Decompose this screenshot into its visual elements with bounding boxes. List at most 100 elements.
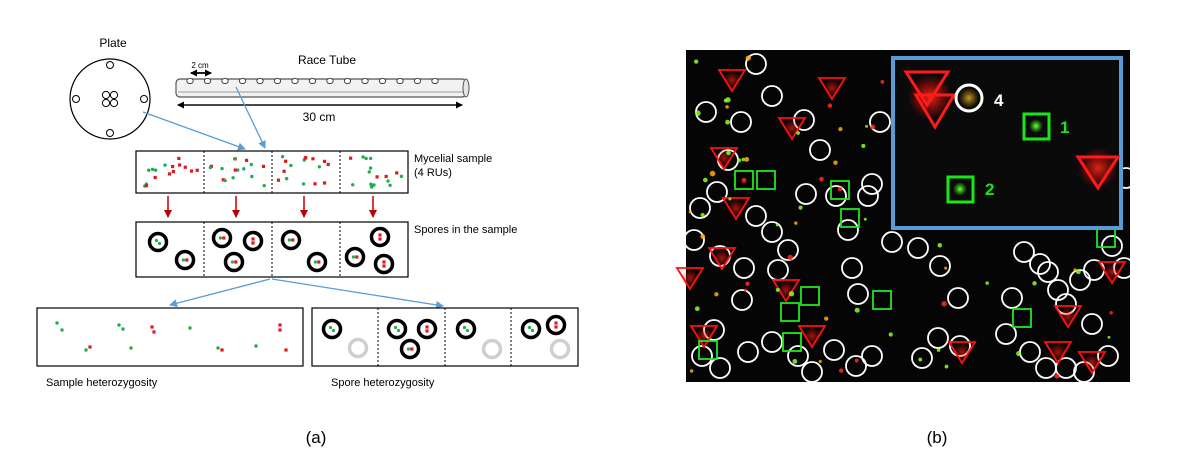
spore (520, 318, 542, 340)
tube-hole (186, 77, 194, 85)
red-nucleus (185, 258, 189, 262)
green-square-marker (698, 340, 718, 360)
red-nucleus (251, 241, 255, 245)
panel-a: Plate Race Tube 2 cm 30 cm (36, 36, 579, 447)
green-nucleus (84, 348, 88, 352)
fluorescent-dot (854, 358, 859, 363)
fluorescent-dot (1054, 373, 1060, 379)
red-nucleus (222, 236, 226, 240)
red-nucleus (322, 159, 327, 163)
fluorescent-dot (744, 288, 747, 292)
green-nucleus (242, 167, 246, 171)
fluorescent-dot (744, 156, 750, 162)
green-nucleus (396, 328, 401, 333)
red-nucleus (195, 168, 199, 172)
inset-red-triangle (903, 70, 951, 108)
fluorescent-dot (695, 110, 701, 116)
white-circle-marker (691, 345, 713, 367)
panel-b-caption: (b) (927, 428, 948, 447)
white-circle-marker (911, 347, 933, 369)
green-nucleus (262, 183, 266, 188)
spore (455, 318, 477, 340)
fluorescent-dot (1032, 281, 1037, 286)
fluorescent-dot (741, 157, 745, 162)
green-nucleus (250, 174, 254, 179)
red-triangle-marker (797, 325, 827, 349)
to-sample-het-arrow (169, 278, 271, 308)
red-nucleus (425, 325, 429, 329)
white-circle-marker (761, 221, 783, 243)
white-circle-marker (947, 287, 969, 309)
green-nucleus (233, 157, 237, 161)
green-nucleus (369, 185, 374, 189)
tube-hole (256, 77, 264, 85)
green-nucleus (462, 325, 467, 330)
tube-to-sample-arrow (235, 86, 266, 149)
spore (545, 314, 567, 336)
fluorescent-dot (941, 301, 947, 307)
green-nucleus (236, 168, 240, 172)
red-nucleus (303, 156, 307, 160)
spore (369, 226, 391, 248)
red-nucleus (88, 345, 92, 349)
white-circle-marker (761, 85, 783, 107)
green-nucleus (301, 182, 306, 186)
red-nucleus (322, 181, 327, 185)
green-nucleus (249, 162, 253, 167)
white-circle-marker (737, 341, 759, 363)
red-triangle-marker (947, 341, 977, 365)
white-circle-marker (745, 205, 767, 227)
fluorescent-dot (888, 332, 893, 337)
green-nucleus (231, 176, 235, 180)
red-nucleus (261, 164, 266, 168)
white-circle-marker (745, 53, 767, 75)
tube-hole (413, 77, 422, 85)
red-triangle-marker (1097, 261, 1127, 285)
red-triangle-marker (675, 267, 705, 291)
white-circle-marker (861, 345, 883, 367)
red-nucleus (153, 175, 157, 180)
red-nucleus (278, 328, 282, 332)
spore (321, 318, 343, 340)
fluorescent-dot (775, 287, 780, 292)
green-nucleus (60, 328, 64, 332)
green-square-marker (840, 208, 860, 228)
green-nucleus (181, 258, 185, 262)
fluorescent-dot (870, 124, 876, 130)
white-circle-marker (689, 197, 711, 219)
green-nucleus (117, 323, 121, 327)
spore (344, 246, 366, 268)
green-nucleus (254, 344, 258, 348)
red-triangle-marker (717, 69, 747, 93)
spore (386, 318, 408, 340)
red-triangle-marker (709, 147, 739, 171)
empty-spore (481, 338, 503, 360)
green-nucleus (154, 238, 159, 243)
fluorescent-dot (1073, 268, 1077, 272)
green-nucleus (331, 328, 336, 333)
green-nucleus (368, 156, 373, 161)
green-nucleus (55, 321, 59, 325)
fluorescent-dot (880, 80, 885, 84)
inset-green-square (946, 175, 975, 204)
red-nucleus (317, 260, 321, 264)
fluorescent-dot (688, 210, 692, 214)
red-nucleus (233, 168, 237, 172)
inset-label-4: 4 (994, 91, 1004, 110)
red-nucleus (244, 158, 249, 162)
mycelial-label-line1: Mycelial sample (414, 153, 492, 165)
fluorescent-dot (728, 197, 732, 201)
fluorescent-dot (700, 234, 706, 240)
red-nucleus (554, 321, 558, 325)
fluorescent-dot (944, 266, 948, 270)
fluorescent-dot (714, 292, 719, 297)
red-triangle-marker (721, 197, 751, 221)
fluorescent-dot (703, 177, 708, 183)
fluorescent-dot (700, 212, 705, 218)
red-nucleus (220, 348, 224, 352)
inset-label-1: 1 (1060, 118, 1069, 137)
green-nucleus (369, 182, 373, 186)
inset-zoom: 4 1 2 (891, 56, 1123, 230)
fluorescent-dot (723, 98, 728, 103)
